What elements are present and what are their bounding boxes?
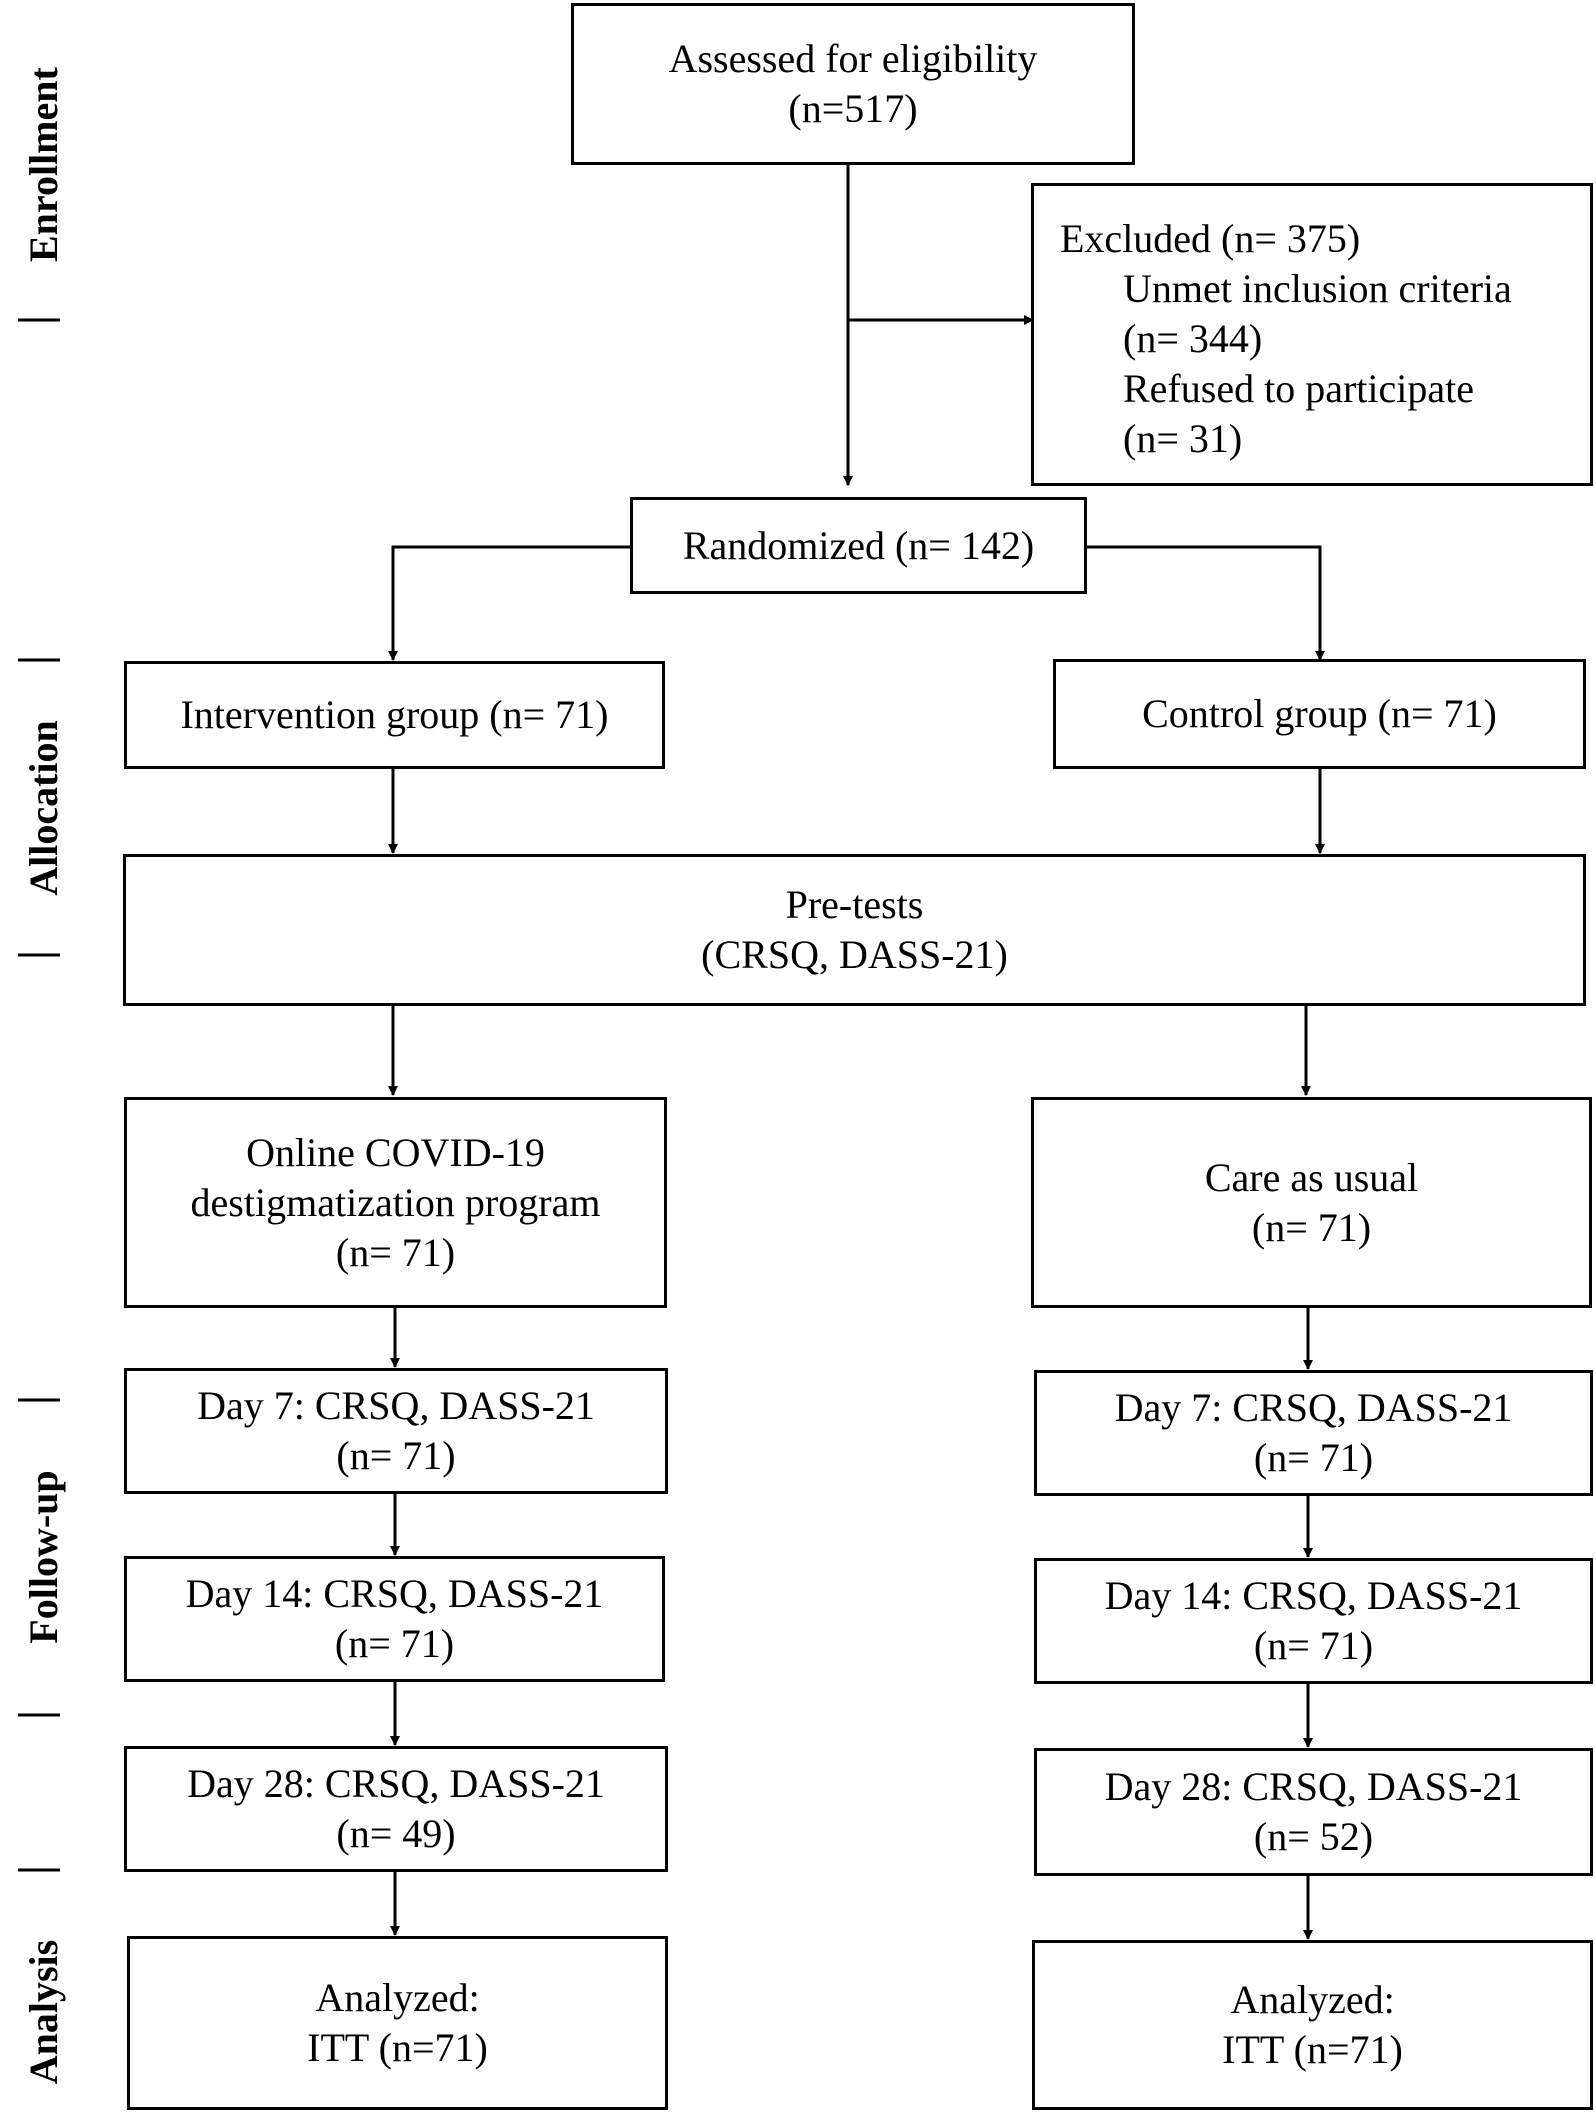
intervention-day28-label: Day 28: CRSQ, DASS-21 bbox=[187, 1761, 605, 1806]
control-day28-label: Day 28: CRSQ, DASS-21 bbox=[1104, 1764, 1523, 1809]
intervention-day7-box: Day 7: CRSQ, DASS-21 (n= 71) bbox=[124, 1368, 668, 1494]
pretests-box: Pre-tests (CRSQ, DASS-21) bbox=[123, 854, 1586, 1006]
control-day14-label: Day 14: CRSQ, DASS-21 bbox=[1104, 1573, 1523, 1618]
control-analysis-box: Analyzed: ITT (n=71) bbox=[1032, 1940, 1593, 2110]
assessed-box: Assessed for eligibility (n=517) bbox=[571, 3, 1135, 165]
assessed-count: (n=517) bbox=[788, 86, 918, 131]
excluded-reason-refused-count: (n= 31) bbox=[1123, 416, 1243, 461]
excluded-reason-refused: Refused to participate bbox=[1123, 366, 1474, 411]
intervention-program-line1: Online COVID-19 bbox=[246, 1129, 545, 1175]
intervention-program-box: Online COVID-19 destigmatization program… bbox=[124, 1097, 667, 1308]
control-day7-box: Day 7: CRSQ, DASS-21 (n= 71) bbox=[1034, 1370, 1593, 1496]
randomized-box: Randomized (n= 142) bbox=[630, 497, 1087, 594]
intervention-day14-label: Day 14: CRSQ, DASS-21 bbox=[185, 1571, 604, 1616]
control-day28-count: (n= 52) bbox=[1253, 1814, 1374, 1859]
control-group-box: Control group (n= 71) bbox=[1053, 659, 1586, 769]
control-analyzed-label: Analyzed: bbox=[1230, 1977, 1395, 2022]
intervention-day14-box: Day 14: CRSQ, DASS-21 (n= 71) bbox=[124, 1556, 665, 1682]
randomized-label: Randomized (n= 142) bbox=[682, 522, 1035, 568]
intervention-analyzed-label: Analyzed: bbox=[315, 1975, 480, 2020]
intervention-group-label: Intervention group (n= 71) bbox=[180, 692, 609, 737]
excluded-reason-unmet-criteria: Unmet inclusion criteria bbox=[1123, 266, 1512, 311]
intervention-group-box: Intervention group (n= 71) bbox=[124, 661, 665, 769]
control-day28-box: Day 28: CRSQ, DASS-21 (n= 52) bbox=[1034, 1748, 1593, 1876]
phase-label-analysis: Analysis bbox=[21, 1939, 66, 2085]
assessed-title: Assessed for eligibility bbox=[668, 36, 1038, 81]
intervention-program-line2: destigmatization program bbox=[190, 1179, 601, 1225]
arrow-randomized-to-intervention bbox=[388, 545, 632, 661]
intervention-day28-box: Day 28: CRSQ, DASS-21 (n= 49) bbox=[124, 1746, 668, 1872]
pretests-measures: (CRSQ, DASS-21) bbox=[701, 932, 1008, 977]
excluded-title: Excluded (n= 375) bbox=[1060, 216, 1361, 261]
intervention-analysis-box: Analyzed: ITT (n=71) bbox=[127, 1936, 668, 2110]
control-itt-count: ITT (n=71) bbox=[1222, 2027, 1403, 2072]
phase-label-follow-up: Follow-up bbox=[21, 1470, 66, 1644]
control-group-label: Control group (n= 71) bbox=[1142, 691, 1497, 736]
pretests-title: Pre-tests bbox=[785, 882, 924, 927]
phase-label-enrollment: Enrollment bbox=[21, 67, 66, 262]
intervention-day28-count: (n= 49) bbox=[336, 1811, 456, 1856]
phase-label-allocation: Allocation bbox=[21, 720, 66, 896]
control-day7-label: Day 7: CRSQ, DASS-21 bbox=[1114, 1385, 1513, 1430]
intervention-day7-count: (n= 71) bbox=[336, 1433, 456, 1478]
arrow-randomized-to-control bbox=[1085, 545, 1325, 661]
excluded-box: Excluded (n= 375) Unmet inclusion criter… bbox=[1031, 183, 1593, 486]
care-as-usual-count: (n= 71) bbox=[1251, 1204, 1372, 1250]
control-day14-count: (n= 71) bbox=[1253, 1623, 1374, 1668]
intervention-day14-count: (n= 71) bbox=[334, 1621, 455, 1666]
control-day7-count: (n= 71) bbox=[1253, 1435, 1374, 1480]
control-day14-box: Day 14: CRSQ, DASS-21 (n= 71) bbox=[1034, 1558, 1593, 1684]
intervention-day7-label: Day 7: CRSQ, DASS-21 bbox=[197, 1383, 595, 1428]
excluded-reason-unmet-count: (n= 344) bbox=[1123, 316, 1263, 361]
care-as-usual-label: Care as usual bbox=[1204, 1154, 1419, 1200]
care-as-usual-box: Care as usual (n= 71) bbox=[1031, 1097, 1592, 1308]
intervention-program-count: (n= 71) bbox=[335, 1229, 456, 1275]
intervention-itt-count: ITT (n=71) bbox=[307, 2025, 488, 2070]
